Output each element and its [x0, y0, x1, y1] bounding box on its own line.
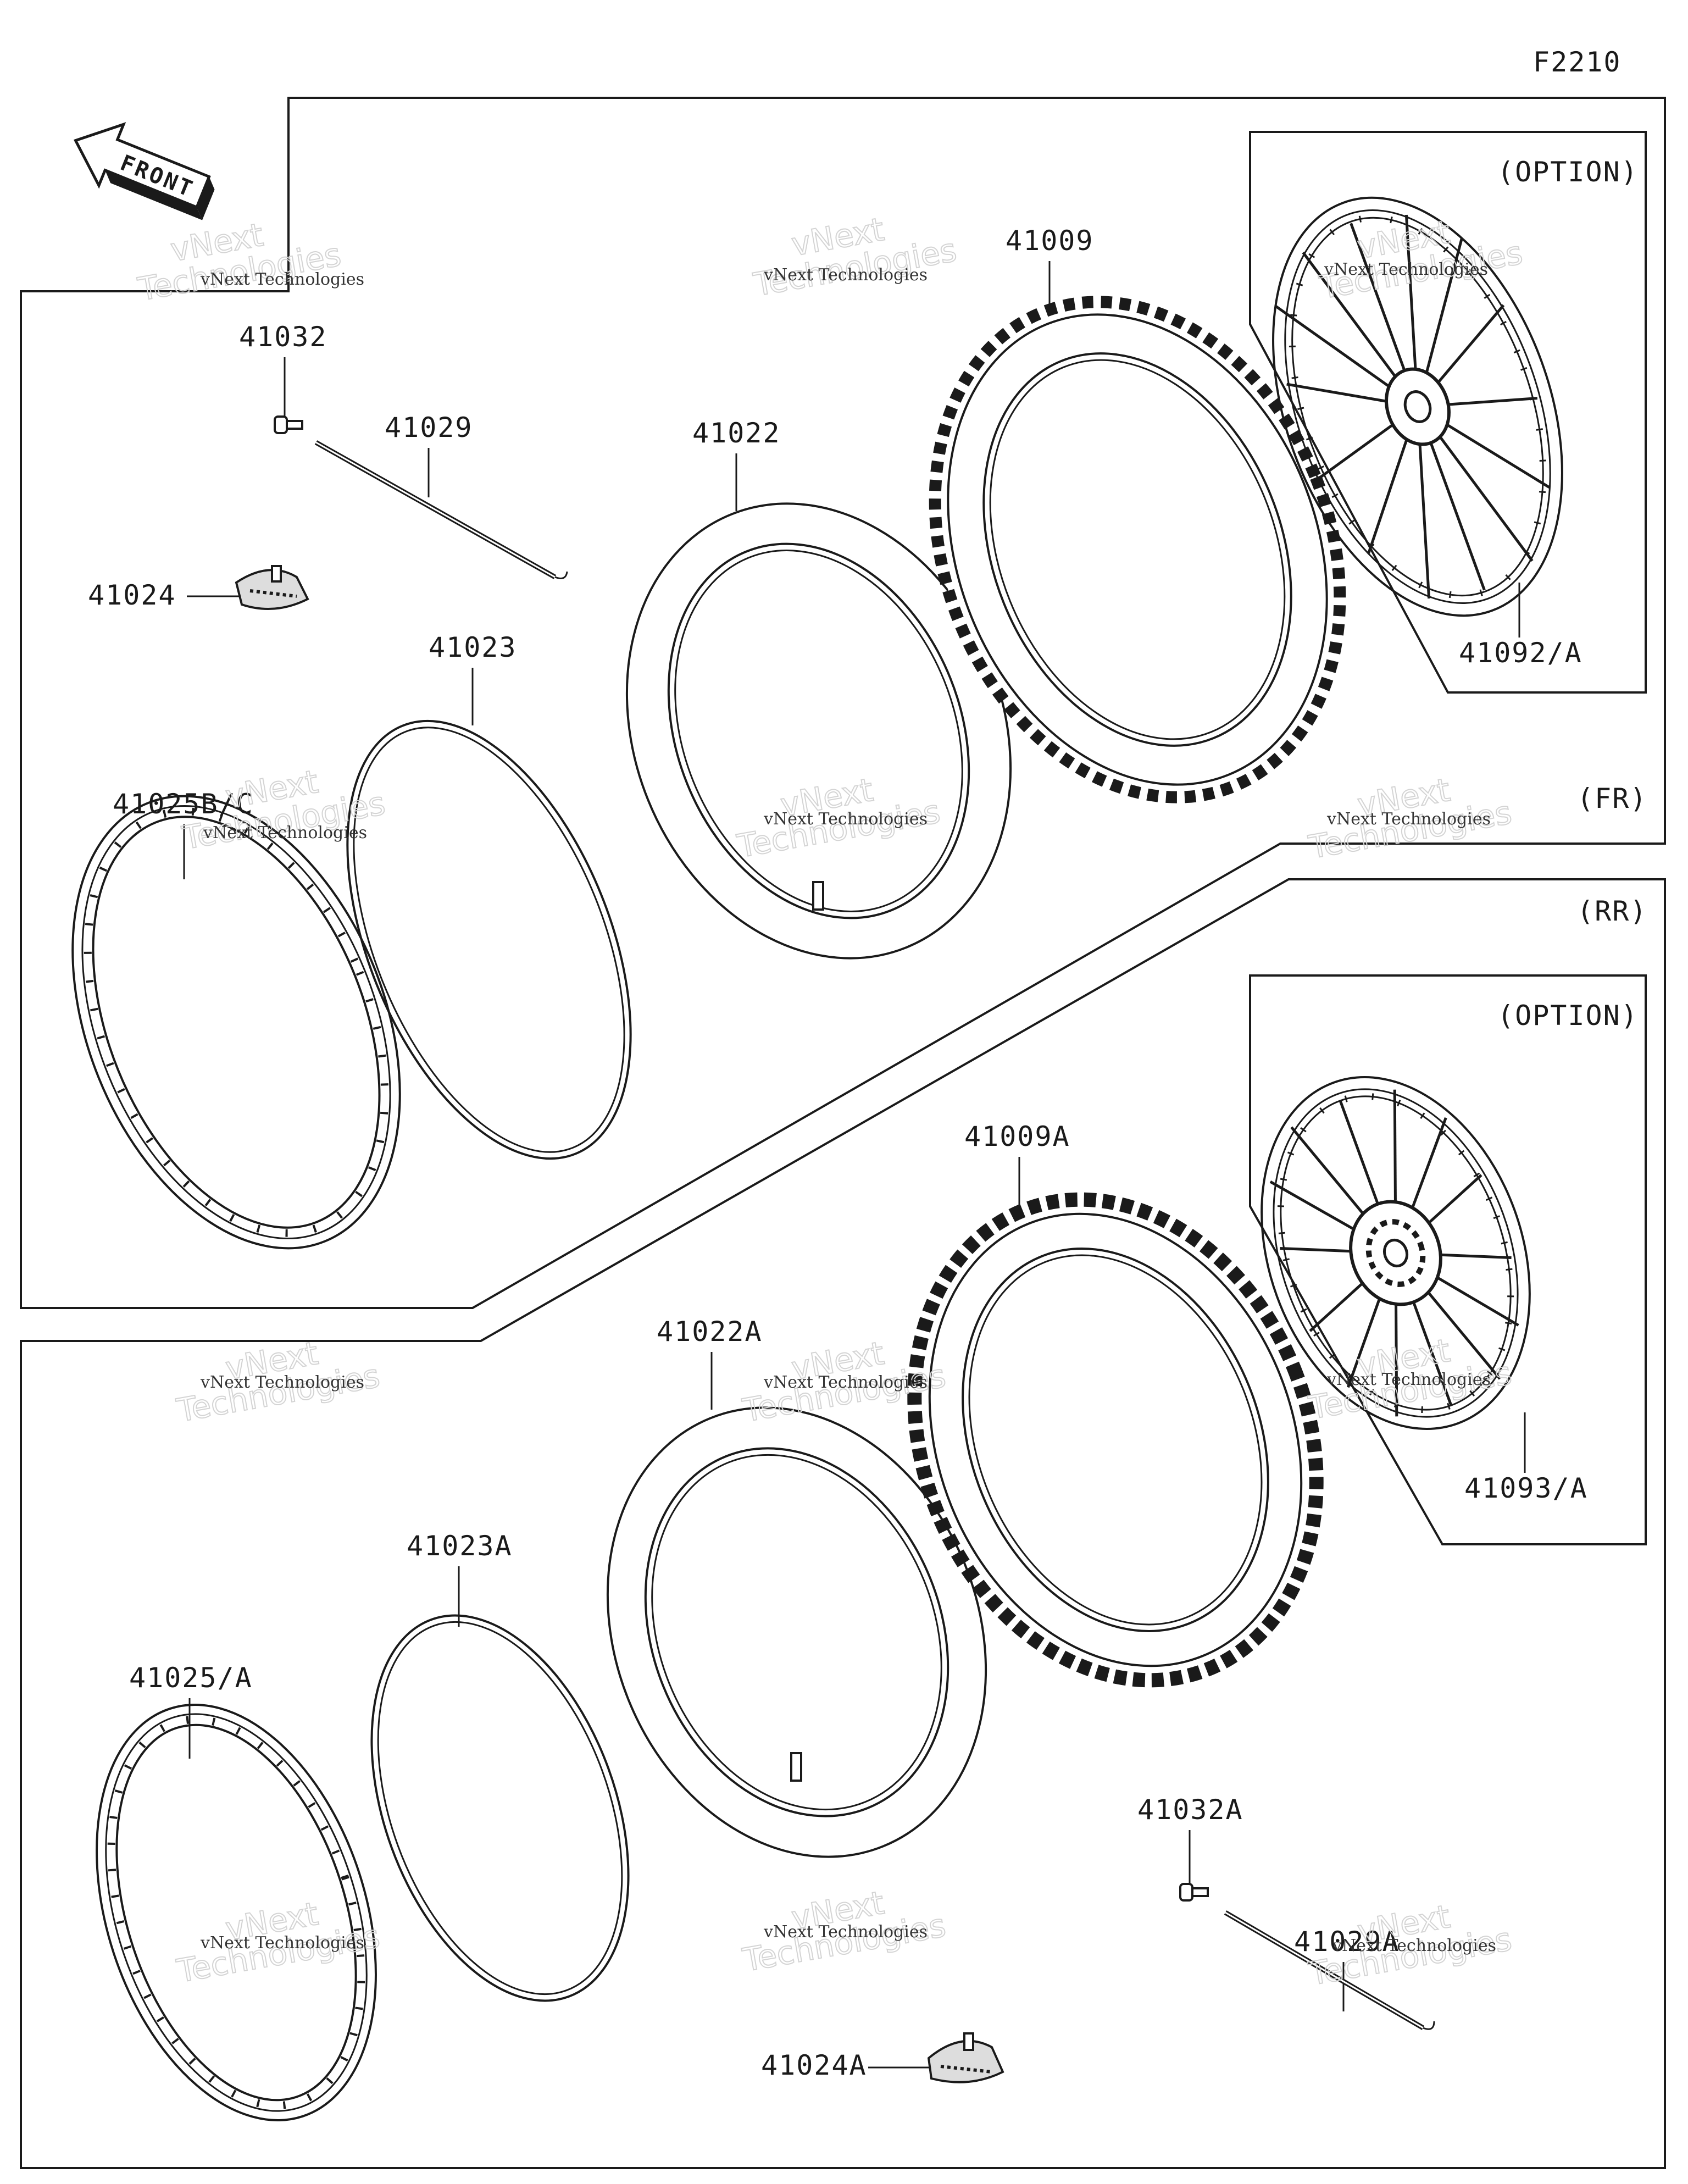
watermark: vNext Technologies [135, 215, 345, 309]
part-41092-front-wheel [1272, 196, 1563, 617]
option-label-front: (OPTION) [1497, 156, 1639, 188]
watermark-text: vNext Technologies [1326, 810, 1491, 829]
front-section-frame [20, 97, 1666, 1309]
label-41009: 41009 [1006, 225, 1094, 257]
valve-stem-icon-rear [790, 1752, 802, 1782]
part-41032a-nipple [1179, 1883, 1209, 1902]
watermark-text: vNext Technologies [200, 1373, 364, 1392]
watermark-text: vNext Technologies [1332, 1936, 1496, 1955]
part-41022a-rear-tube [606, 1406, 987, 1858]
label-41023: 41023 [429, 631, 517, 663]
watermark-text: vNext Technologies [763, 1922, 928, 1942]
label-41025a: 41025/A [129, 1662, 253, 1694]
part-41023a-rim-band [370, 1614, 630, 2002]
watermark-text: vNext Technologies [200, 1933, 364, 1953]
label-41029a: 41029A [1294, 1926, 1400, 1958]
label-41022: 41022 [692, 417, 781, 449]
watermark-text: vNext Technologies [200, 270, 364, 289]
part-41025a-rear-rim [96, 1704, 377, 2121]
label-41009a: 41009A [964, 1121, 1070, 1152]
part-41024-rim-lock [235, 565, 309, 610]
rear-section-frame [20, 878, 1666, 2169]
option-box-front [1249, 131, 1647, 694]
front-arrow-icon: FRONT [73, 122, 215, 220]
watermark-text: vNext Technologies [1324, 260, 1488, 279]
watermark-text: vNext Technologies [1326, 1370, 1491, 1389]
label-41029: 41029 [385, 412, 473, 444]
part-41025bc-front-rim [71, 795, 401, 1250]
watermark-text: vNext Technologies [763, 1373, 928, 1392]
valve-stem-icon [812, 881, 824, 911]
watermark-text: vNext Technologies [763, 810, 928, 829]
watermark: vNext Technologies [750, 210, 960, 304]
figure-code: F2210 [1533, 46, 1622, 78]
label-41024: 41024 [88, 579, 176, 611]
option-box-rear [1249, 974, 1647, 1545]
label-41032a: 41032A [1137, 1794, 1243, 1826]
label-41092: 41092/A [1459, 637, 1582, 669]
part-41029-spoke [314, 440, 568, 579]
part-41029a-spoke [1224, 1910, 1435, 2030]
label-41024a: 41024A [761, 2049, 867, 2081]
label-41022a: 41022A [657, 1316, 763, 1348]
part-41093-rear-wheel [1261, 1076, 1531, 1430]
part-41009-front-tire [929, 296, 1346, 803]
part-41009a-rear-tire [907, 1192, 1324, 1688]
section-label-front: (FR) [1577, 783, 1647, 814]
part-41023-rim-band [346, 719, 632, 1160]
label-41093: 41093/A [1464, 1472, 1588, 1504]
part-41024a-rim-lock [927, 2032, 1004, 2083]
option-label-rear: (OPTION) [1497, 1000, 1639, 1032]
part-41032-nipple [274, 415, 303, 434]
watermark-text: vNext Technologies [203, 823, 367, 842]
watermark-text: vNext Technologies [763, 265, 928, 285]
label-41032: 41032 [239, 321, 327, 353]
section-label-rear: (RR) [1577, 895, 1647, 927]
label-41023a: 41023A [407, 1530, 513, 1562]
